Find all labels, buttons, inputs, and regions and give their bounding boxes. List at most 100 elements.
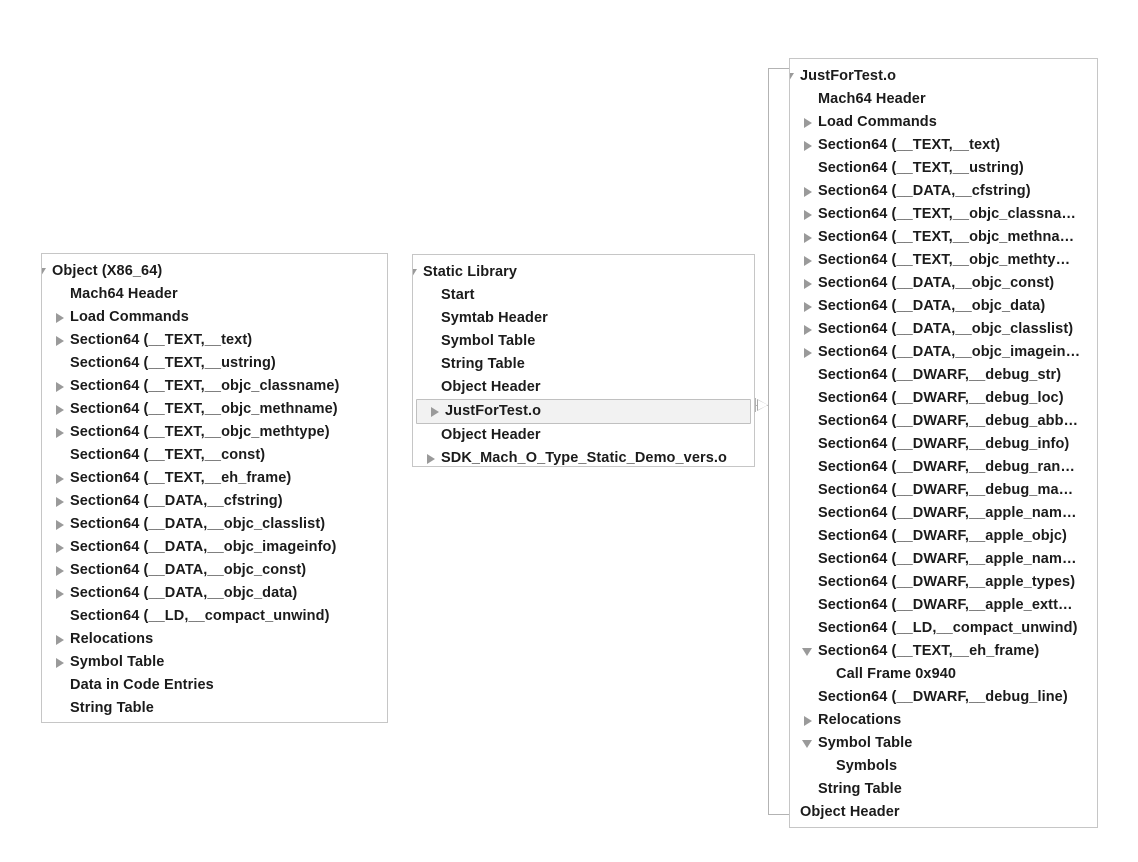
tree-row-label: Load Commands — [818, 114, 937, 130]
chevron-right-icon[interactable] — [802, 203, 815, 226]
tree-row[interactable]: Section64 (__DATA,__objc_const) — [790, 272, 1097, 295]
tree-row[interactable]: Symbols — [790, 755, 1097, 778]
tree-row[interactable]: Mach64 Header — [42, 283, 387, 306]
chevron-right-icon[interactable] — [425, 447, 438, 466]
chevron-right-icon[interactable] — [54, 536, 67, 559]
tree-row[interactable]: Section64 (__DWARF,__debug_abb… — [790, 410, 1097, 433]
tree-row[interactable]: Start — [413, 284, 754, 307]
chevron-right-icon[interactable] — [802, 180, 815, 203]
tree-row[interactable]: Relocations — [790, 709, 1097, 732]
tree-row[interactable]: Section64 (__TEXT,__objc_methtype) — [42, 421, 387, 444]
chevron-right-icon[interactable] — [429, 400, 442, 423]
chevron-right-icon[interactable] — [54, 651, 67, 674]
chevron-right-icon[interactable] — [54, 306, 67, 329]
tree-row[interactable]: Section64 (__TEXT,__objc_methname) — [42, 398, 387, 421]
tree-row[interactable]: Section64 (__TEXT,__objc_classname) — [42, 375, 387, 398]
tree-row[interactable]: Static Library — [413, 261, 754, 284]
tree-row[interactable]: Call Frame 0x940 — [790, 663, 1097, 686]
chevron-right-icon[interactable] — [802, 134, 815, 157]
tree-row[interactable]: Section64 (__DATA,__objc_imagein… — [790, 341, 1097, 364]
chevron-down-icon[interactable] — [413, 261, 420, 284]
tree-row[interactable]: Section64 (__DWARF,__apple_nam… — [790, 502, 1097, 525]
tree-row[interactable]: Section64 (__DATA,__objc_const) — [42, 559, 387, 582]
tree-row[interactable]: Section64 (__TEXT,__eh_frame) — [42, 467, 387, 490]
tree-row[interactable]: Section64 (__TEXT,__text) — [790, 134, 1097, 157]
tree-row[interactable]: Section64 (__DWARF,__apple_types) — [790, 571, 1097, 594]
tree-row[interactable]: Load Commands — [42, 306, 387, 329]
chevron-right-icon[interactable] — [802, 249, 815, 272]
tree-row[interactable]: Section64 (__TEXT,__ustring) — [42, 352, 387, 375]
tree-row[interactable]: Section64 (__DWARF,__apple_nam… — [790, 548, 1097, 571]
tree-row[interactable]: Section64 (__DWARF,__apple_objc) — [790, 525, 1097, 548]
tree-row[interactable]: Section64 (__DATA,__objc_classlist) — [42, 513, 387, 536]
chevron-right-icon[interactable] — [54, 490, 67, 513]
tree-row[interactable]: Section64 (__DATA,__objc_classlist) — [790, 318, 1097, 341]
chevron-right-icon[interactable] — [54, 467, 67, 490]
chevron-right-icon[interactable] — [802, 272, 815, 295]
tree-row-label: Section64 (__TEXT,__text) — [70, 332, 253, 348]
chevron-right-icon[interactable] — [54, 582, 67, 605]
tree-row[interactable]: Section64 (__TEXT,__objc_classna… — [790, 203, 1097, 226]
chevron-down-icon[interactable] — [802, 640, 815, 663]
chevron-right-icon[interactable] — [54, 628, 67, 651]
tree-row[interactable]: Data in Code Entries — [42, 674, 387, 697]
tree-row[interactable]: Symbol Table — [42, 651, 387, 674]
chevron-right-icon[interactable] — [54, 375, 67, 398]
tree-row[interactable]: Object (X86_64) — [42, 260, 387, 283]
tree-row[interactable]: String Table — [790, 778, 1097, 801]
tree-row-label: Section64 (__TEXT,__text) — [818, 137, 1001, 153]
tree-row[interactable]: Mach64 Header — [790, 88, 1097, 111]
chevron-right-icon[interactable] — [54, 421, 67, 444]
tree-row[interactable]: Section64 (__DATA,__cfstring) — [42, 490, 387, 513]
chevron-down-icon[interactable] — [802, 732, 815, 755]
tree-row[interactable]: Section64 (__DWARF,__debug_loc) — [790, 387, 1097, 410]
tree-row[interactable]: Section64 (__DWARF,__debug_ran… — [790, 456, 1097, 479]
tree-row[interactable]: String Table — [413, 353, 754, 376]
tree-row[interactable]: Object Header — [413, 424, 754, 447]
tree-row[interactable]: JustForTest.o — [416, 399, 751, 424]
tree-row[interactable]: Section64 (__DATA,__objc_data) — [42, 582, 387, 605]
chevron-right-icon[interactable] — [54, 559, 67, 582]
tree-row[interactable]: SDK_Mach_O_Type_Static_Demo_vers.o — [413, 447, 754, 466]
tree-row[interactable]: JustForTest.o — [790, 65, 1097, 88]
tree-row[interactable]: Load Commands — [790, 111, 1097, 134]
chevron-right-icon[interactable] — [54, 513, 67, 536]
chevron-down-icon[interactable] — [42, 260, 49, 283]
tree-row[interactable]: Section64 (__DWARF,__debug_ma… — [790, 479, 1097, 502]
tree-row[interactable]: String Table — [42, 697, 387, 720]
tree-row[interactable]: Section64 (__DWARF,__debug_str) — [790, 364, 1097, 387]
tree-row[interactable]: Section64 (__LD,__compact_unwind) — [42, 605, 387, 628]
chevron-right-icon[interactable] — [802, 226, 815, 249]
tree-row[interactable]: Section64 (__DWARF,__apple_extt… — [790, 594, 1097, 617]
tree-row[interactable]: Section64 (__TEXT,__eh_frame) — [790, 640, 1097, 663]
chevron-right-icon[interactable] — [54, 398, 67, 421]
tree-row[interactable]: Section64 (__DWARF,__debug_info) — [790, 433, 1097, 456]
chevron-right-icon[interactable] — [802, 295, 815, 318]
tree-row[interactable]: Section64 (__TEXT,__objc_methna… — [790, 226, 1097, 249]
tree-row-label: Section64 (__DATA,__objc_classlist) — [818, 321, 1074, 337]
tree-row[interactable]: Object Header — [790, 801, 1097, 824]
tree-row[interactable]: Object Header — [413, 376, 754, 399]
tree-row[interactable]: Section64 (__DATA,__objc_imageinfo) — [42, 536, 387, 559]
chevron-right-icon[interactable] — [802, 111, 815, 134]
chevron-right-icon[interactable] — [54, 329, 67, 352]
tree-row[interactable]: Symbol Table — [790, 732, 1097, 755]
tree-row[interactable]: Section64 (__DWARF,__debug_line) — [790, 686, 1097, 709]
chevron-down-icon[interactable] — [790, 65, 797, 88]
tree-row[interactable]: Section64 (__TEXT,__text) — [42, 329, 387, 352]
spacer-icon — [802, 525, 815, 548]
tree-row-label: Section64 (__DATA,__cfstring) — [818, 183, 1031, 199]
tree-row[interactable]: Section64 (__TEXT,__const) — [42, 444, 387, 467]
tree-row[interactable]: Symtab Header — [413, 307, 754, 330]
chevron-right-icon[interactable] — [802, 709, 815, 732]
tree-row[interactable]: Section64 (__DATA,__cfstring) — [790, 180, 1097, 203]
chevron-right-icon[interactable] — [802, 318, 815, 341]
tree-row[interactable]: Section64 (__DATA,__objc_data) — [790, 295, 1097, 318]
tree-row[interactable]: Symbol Table — [413, 330, 754, 353]
tree-row[interactable]: Section64 (__LD,__compact_unwind) — [790, 617, 1097, 640]
tree-row[interactable]: Relocations — [42, 628, 387, 651]
chevron-right-icon[interactable] — [802, 341, 815, 364]
tree-row[interactable]: Section64 (__TEXT,__objc_methty… — [790, 249, 1097, 272]
tree-row[interactable]: Section64 (__TEXT,__ustring) — [790, 157, 1097, 180]
